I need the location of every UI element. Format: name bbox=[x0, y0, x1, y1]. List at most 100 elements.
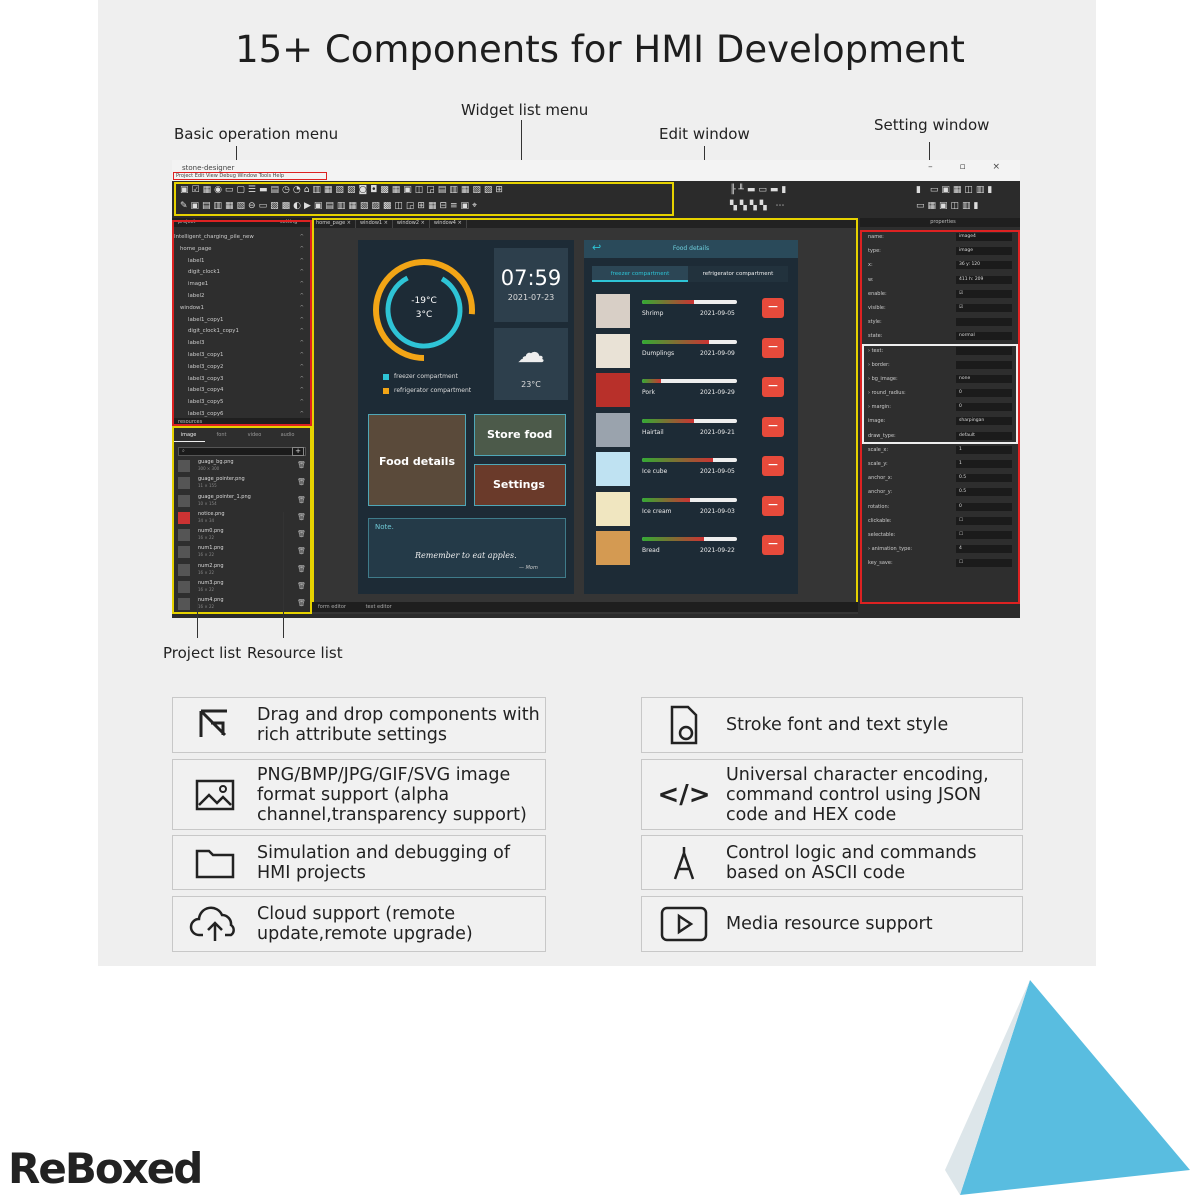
property-row[interactable]: x:36 y: 120 bbox=[860, 258, 1020, 272]
trash-icon[interactable]: 🗑 bbox=[297, 478, 306, 487]
property-value[interactable] bbox=[956, 360, 1012, 369]
remove-food-button[interactable]: − bbox=[762, 298, 784, 318]
property-row[interactable]: name:image4 bbox=[860, 230, 1020, 244]
property-value[interactable]: default bbox=[956, 431, 1012, 440]
trash-icon[interactable]: 🗑 bbox=[297, 512, 306, 521]
property-row[interactable]: anchor_x:0.5 bbox=[860, 471, 1020, 485]
property-value[interactable] bbox=[956, 318, 1012, 327]
trash-icon[interactable]: 🗑 bbox=[297, 564, 306, 573]
property-row[interactable]: › animation_type:4 bbox=[860, 542, 1020, 556]
widget-toolbar-row2[interactable]: ✎▣▤▥▦▧⊖▭▨▩◐▶▣▤▥▦▧▨▩◫◲⊞▦⊟≡▣⌖ bbox=[180, 201, 481, 211]
property-row[interactable]: clickable:☐ bbox=[860, 514, 1020, 528]
property-row[interactable]: w:411 h: 209 bbox=[860, 273, 1020, 287]
tree-item[interactable]: home_page bbox=[174, 244, 308, 256]
property-value[interactable]: ☐ bbox=[956, 516, 1012, 525]
properties-tab[interactable]: properties bbox=[860, 218, 1020, 227]
menu-bar[interactable]: Project Edit View Debug Window Tools Hel… bbox=[173, 172, 327, 180]
back-arrow-icon[interactable]: ↩ bbox=[592, 241, 602, 254]
resource-search-input[interactable]: ⌕ bbox=[178, 447, 306, 456]
doc-tab[interactable]: window1 × bbox=[356, 218, 393, 228]
remove-food-button[interactable]: − bbox=[762, 495, 784, 516]
property-value[interactable]: ☑ bbox=[956, 289, 1012, 298]
window-controls[interactable]: – ▫ × bbox=[928, 162, 1012, 172]
property-row[interactable]: anchor_y:0.5 bbox=[860, 485, 1020, 499]
remove-food-button[interactable]: − bbox=[762, 535, 784, 555]
doc-tab[interactable]: window4 × bbox=[430, 218, 467, 228]
property-row[interactable]: state:normal bbox=[860, 329, 1020, 343]
tree-item[interactable]: label3_copy2 bbox=[174, 362, 308, 374]
property-value[interactable]: image4 bbox=[956, 233, 1012, 241]
tree-item[interactable]: label1 bbox=[174, 256, 308, 268]
property-row[interactable]: › bg_image:none bbox=[860, 372, 1020, 386]
property-value[interactable]: ☑ bbox=[956, 303, 1012, 312]
align-toolbar[interactable]: ╟╨▬▭▬▮ bbox=[730, 185, 790, 195]
tree-item[interactable]: label3_copy5 bbox=[174, 397, 308, 409]
trash-icon[interactable]: 🗑 bbox=[297, 495, 306, 504]
resource-tab-video[interactable]: video bbox=[247, 432, 262, 438]
trash-icon[interactable]: 🗑 bbox=[297, 530, 306, 539]
property-value[interactable]: 0.5 bbox=[956, 488, 1012, 497]
property-row[interactable]: type:image bbox=[860, 244, 1020, 258]
trash-icon[interactable]: 🗑 bbox=[297, 599, 306, 608]
property-value[interactable]: image bbox=[956, 247, 1012, 256]
doc-tab[interactable]: window2 × bbox=[393, 218, 430, 228]
tree-item[interactable]: label3_copy3 bbox=[174, 374, 308, 386]
document-tabs[interactable]: home_page ×window1 ×window2 ×window4 × bbox=[312, 218, 858, 228]
property-row[interactable]: enable:☑ bbox=[860, 287, 1020, 301]
arrange-toolbar[interactable]: ▚▚▚▚ ⋯ bbox=[730, 201, 788, 211]
property-row[interactable]: › text: bbox=[860, 344, 1020, 358]
property-row[interactable]: scale_x:1 bbox=[860, 443, 1020, 457]
tree-item[interactable]: window1 bbox=[174, 303, 308, 315]
trash-icon[interactable]: 🗑 bbox=[297, 547, 306, 556]
property-row[interactable]: draw_type:default bbox=[860, 429, 1020, 443]
tab-freezer[interactable]: freezer compartment bbox=[592, 266, 688, 282]
tree-item[interactable]: label3_copy4 bbox=[174, 385, 308, 397]
property-value[interactable]: 0.5 bbox=[956, 474, 1012, 483]
text-editor-tab[interactable]: text editor bbox=[365, 604, 392, 610]
tree-item[interactable]: Intelligent_charging_pile_new bbox=[174, 232, 308, 244]
project-tree[interactable]: Intelligent_charging_pile_newhome_pagela… bbox=[174, 232, 308, 421]
resource-tab-audio[interactable]: audio bbox=[280, 432, 295, 438]
property-value[interactable]: sharpingan bbox=[956, 417, 1012, 426]
tree-item[interactable]: label2 bbox=[174, 291, 308, 303]
property-value[interactable] bbox=[956, 346, 1012, 355]
property-row[interactable]: › round_radius:0 bbox=[860, 386, 1020, 400]
tab-fridge[interactable]: refrigerator compartment bbox=[688, 266, 788, 282]
doc-tab[interactable]: home_page × bbox=[312, 218, 356, 228]
widget-toolbar-row1[interactable]: ▣☑▦◉▭▢☰▬▤◷◔⌂▥▦▧▨◙◘▩▦▣◫◲▤▥▦▧▨⊞ bbox=[180, 185, 506, 195]
property-value[interactable]: ☐ bbox=[956, 559, 1012, 568]
property-value[interactable]: 0 bbox=[956, 403, 1012, 412]
property-row[interactable]: selectable:☐ bbox=[860, 528, 1020, 542]
tree-item[interactable]: digit_clock1 bbox=[174, 267, 308, 279]
view-toolbar-2[interactable]: ▭▦▣◫▥▮ bbox=[916, 201, 982, 211]
remove-food-button[interactable]: − bbox=[762, 416, 784, 437]
property-row[interactable]: style: bbox=[860, 315, 1020, 329]
store-food-tile[interactable]: Store food bbox=[474, 414, 566, 456]
property-value[interactable]: 36 y: 120 bbox=[956, 261, 1012, 270]
property-value[interactable]: 411 h: 209 bbox=[956, 275, 1012, 284]
tree-item[interactable]: label1_copy1 bbox=[174, 315, 308, 327]
property-row[interactable]: scale_y:1 bbox=[860, 457, 1020, 471]
property-value[interactable]: ☐ bbox=[956, 530, 1012, 539]
property-row[interactable]: visible:☑ bbox=[860, 301, 1020, 315]
property-value[interactable]: 0 bbox=[956, 389, 1012, 398]
trash-icon[interactable]: 🗑 bbox=[297, 461, 306, 469]
tree-item[interactable]: label3_copy1 bbox=[174, 350, 308, 362]
property-value[interactable]: normal bbox=[956, 332, 1012, 341]
resource-tab-image[interactable]: image bbox=[172, 430, 205, 442]
remove-food-button[interactable]: − bbox=[762, 337, 784, 358]
property-value[interactable]: none bbox=[956, 374, 1012, 383]
add-resource-button[interactable]: + bbox=[292, 447, 304, 456]
